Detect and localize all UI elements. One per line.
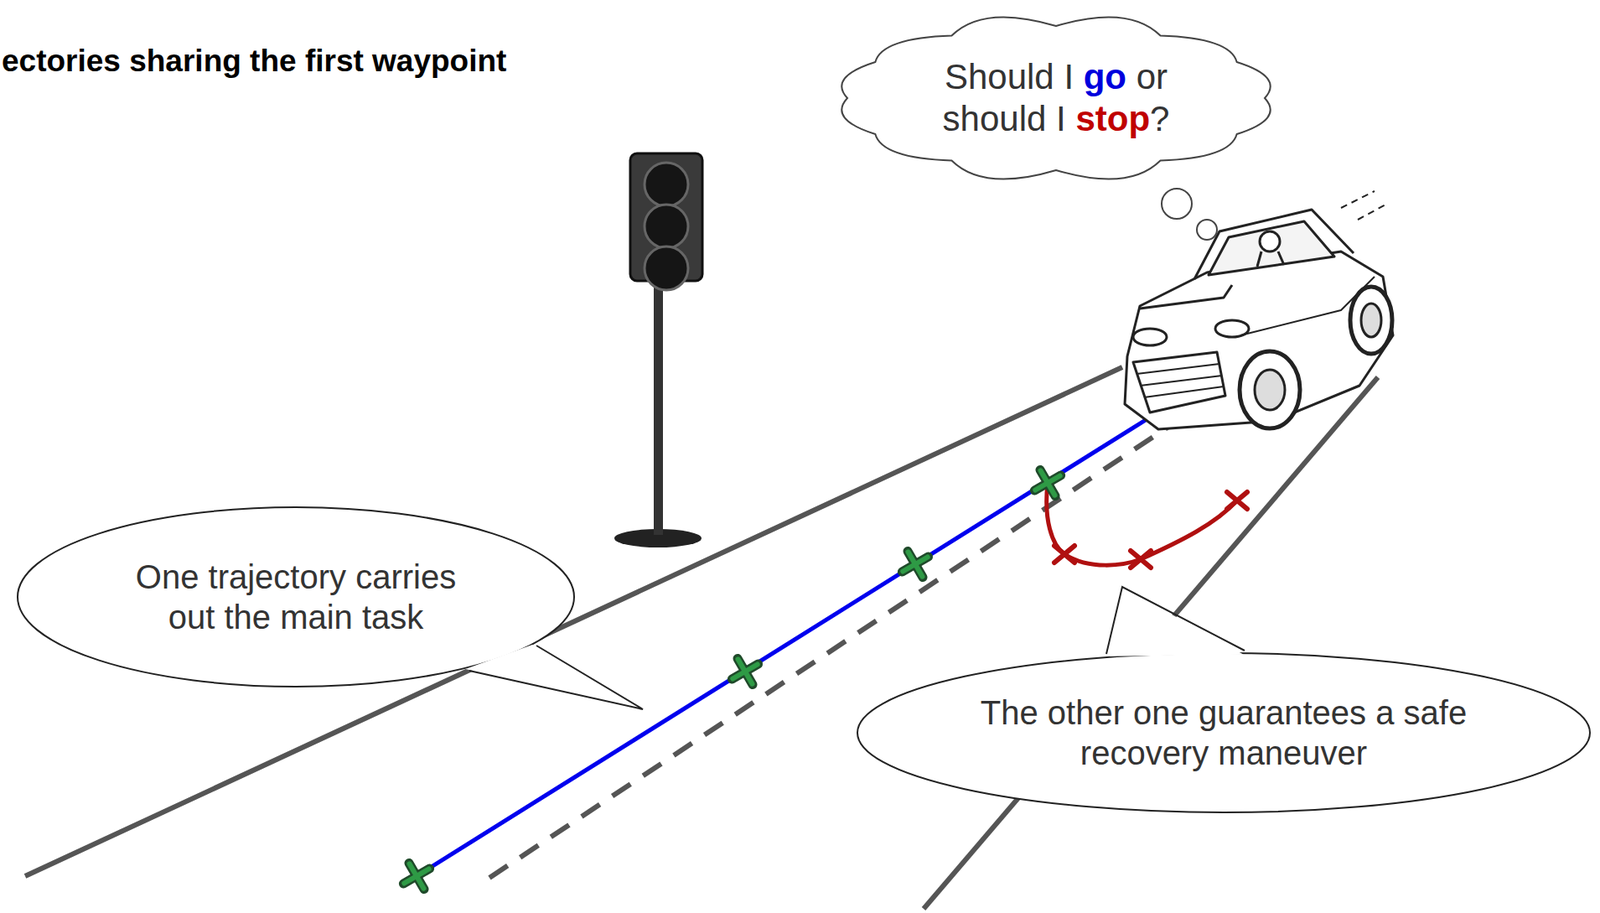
node-outline bbox=[15, 504, 577, 689]
speech-bubble: The other one guarantees a safe recovery… bbox=[854, 650, 1593, 815]
node-outline bbox=[854, 650, 1593, 815]
ellipse-outline bbox=[17, 507, 575, 687]
bubble-tail-fill bbox=[1109, 586, 1244, 657]
bubble-tail bbox=[469, 645, 643, 710]
recovery-trajectory bbox=[1046, 482, 1238, 565]
thought-cloud: Should I go or should I stop? bbox=[821, 1, 1291, 195]
cloud-outline bbox=[841, 16, 1270, 179]
traffic-light bbox=[614, 153, 703, 548]
main-trajectory bbox=[416, 418, 1149, 876]
speech-bubble: One trajectory carries out the main task bbox=[15, 504, 577, 689]
ellipse-outline bbox=[857, 652, 1590, 813]
bubble-tail-fill bbox=[465, 644, 643, 710]
bubble-tail bbox=[1106, 586, 1245, 654]
car bbox=[1124, 191, 1393, 430]
thought-bubble bbox=[1196, 219, 1217, 240]
node-text: One trajectory carries out the main task bbox=[115, 556, 477, 637]
road-edge bbox=[923, 377, 1378, 909]
title: ectories sharing the first waypoint bbox=[1, 43, 507, 79]
node-text: Should I go or should I stop? bbox=[909, 56, 1203, 141]
node-text: The other one guarantees a safe recovery… bbox=[976, 692, 1471, 773]
node-outline bbox=[821, 1, 1291, 195]
road-edge bbox=[25, 367, 1123, 876]
thought-bubble bbox=[1161, 188, 1192, 219]
lane-divider bbox=[489, 426, 1169, 878]
recovery-waypoint bbox=[1054, 491, 1248, 568]
